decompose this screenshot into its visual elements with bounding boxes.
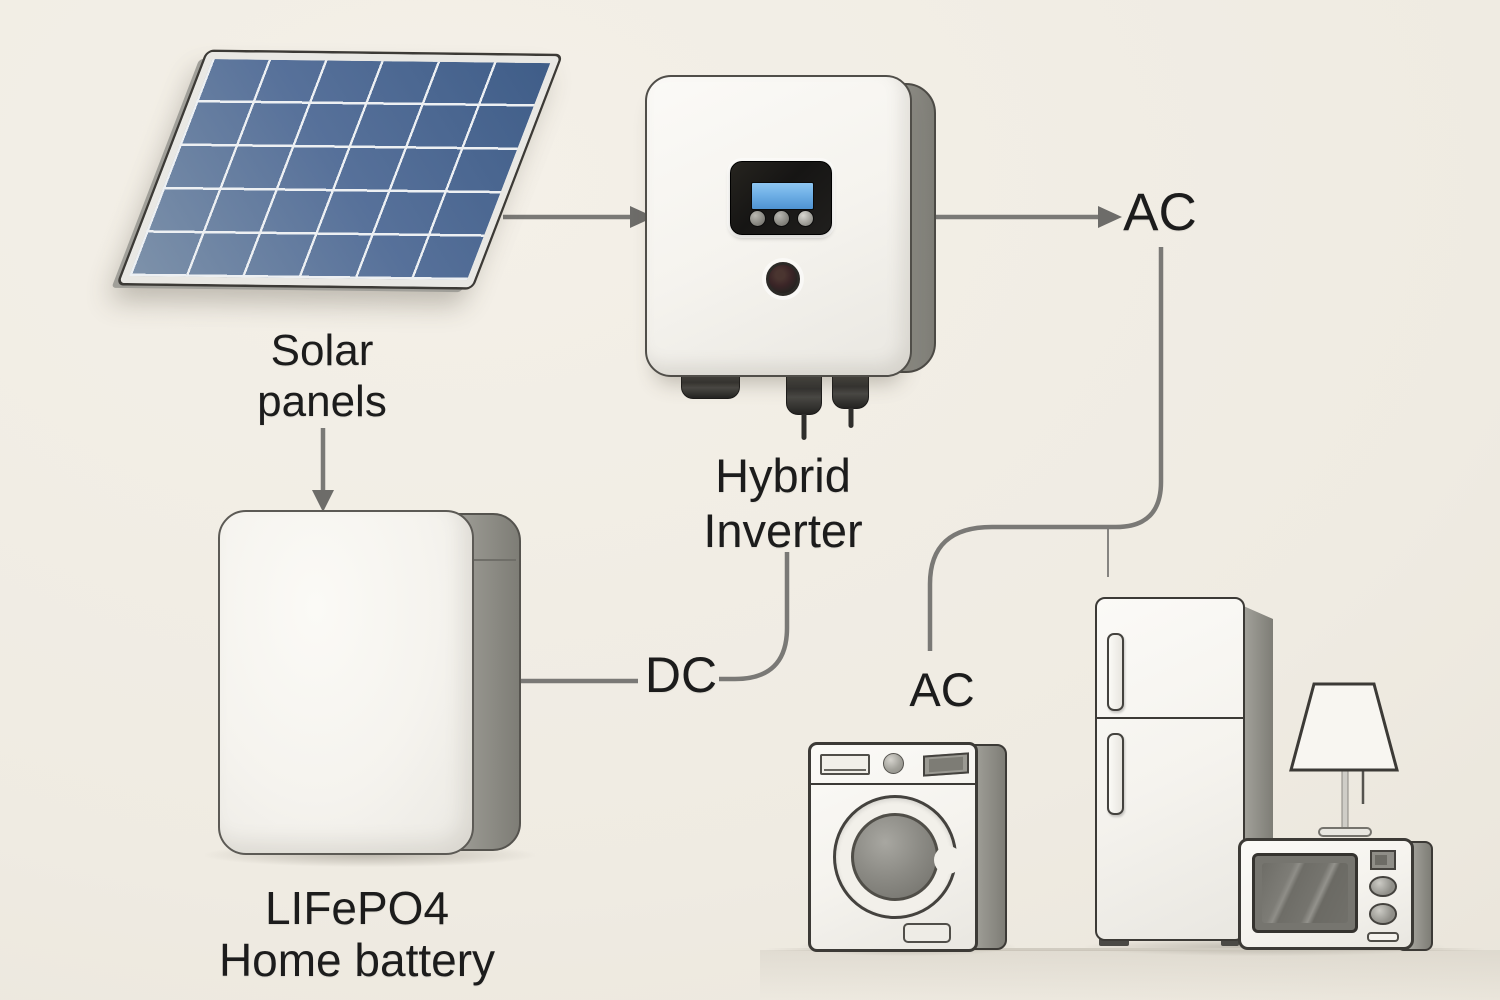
microwave-control-panel	[1359, 846, 1407, 942]
washer-drum	[851, 813, 939, 901]
microwave-illustration	[1238, 838, 1434, 951]
battery-front-panel	[218, 510, 474, 855]
microwave-knob	[1369, 876, 1397, 898]
microwave-button	[1367, 931, 1399, 942]
microwave-front-panel	[1238, 838, 1414, 950]
fridge-handle	[1107, 633, 1124, 711]
inverter-cable-gland	[832, 371, 869, 428]
microwave-knob	[1369, 903, 1397, 925]
arrowhead-label-to-battery-icon	[312, 490, 334, 512]
washer-control-strip	[811, 745, 975, 785]
arrowhead-inverter-to-ac-icon	[1098, 206, 1122, 228]
solar-label-line2: panels	[257, 377, 387, 426]
lamp-base	[1318, 827, 1372, 837]
inverter-cable-gland	[786, 371, 822, 440]
washer-detergent-drawer	[820, 754, 870, 775]
microwave-display	[1370, 850, 1396, 870]
battery-label-line1: LIFePO4	[264, 882, 450, 934]
floor-tone	[760, 950, 1500, 1000]
washer-front-panel	[808, 742, 978, 952]
washer-knob	[883, 753, 904, 774]
washer-filter-hatch	[903, 923, 951, 943]
inverter-button-icon	[772, 210, 790, 227]
inverter-front-panel	[645, 75, 912, 377]
inverter-label-line1: Hybrid	[715, 449, 851, 502]
inverter-cable	[801, 414, 807, 440]
inverter-cable	[848, 408, 853, 428]
fridge-foot	[1221, 938, 1239, 946]
fridge-foot	[1099, 938, 1129, 946]
washing-machine-illustration	[808, 742, 1007, 952]
inverter-buttons	[731, 210, 831, 227]
microwave-glass	[1262, 863, 1348, 923]
lamp-drawing	[1289, 682, 1399, 837]
floor-line	[765, 948, 1485, 951]
hybrid-inverter-label: Hybrid Inverter	[683, 448, 883, 558]
inverter-lcd-screen	[751, 182, 814, 210]
arrowhead-panel-to-inverter-icon	[630, 206, 654, 228]
home-battery-label: LIFePO4 Home battery	[207, 882, 507, 986]
microwave-window	[1252, 853, 1358, 933]
inverter-button-icon	[748, 210, 766, 227]
solar-panels-label: Solar panels	[212, 325, 432, 427]
battery-label-line2: Home battery	[218, 934, 496, 986]
hybrid-inverter-illustration	[645, 75, 936, 440]
solar-label-line1: Solar	[270, 326, 374, 375]
connector-dc-to-inverter	[719, 552, 790, 682]
lamp-stem	[1341, 767, 1349, 831]
lamp-shade	[1289, 682, 1399, 772]
dc-link-label: DC	[644, 647, 718, 703]
washer-door	[833, 795, 962, 919]
inverter-display	[730, 161, 832, 235]
fridge-handle	[1107, 733, 1124, 815]
inverter-label-line2: Inverter	[703, 504, 863, 557]
ac-output-label: AC	[1123, 183, 1197, 242]
home-battery-illustration	[218, 510, 521, 856]
lamp-illustration	[1287, 680, 1403, 842]
inverter-status-led	[766, 262, 800, 296]
connector-ac-to-loads	[927, 247, 1164, 651]
fridge-front-panel	[1095, 597, 1245, 941]
washer-display	[923, 752, 969, 777]
washer-door-handle-notch	[934, 846, 962, 874]
ac-loads-label: AC	[909, 663, 975, 716]
inverter-button-icon	[796, 210, 814, 227]
